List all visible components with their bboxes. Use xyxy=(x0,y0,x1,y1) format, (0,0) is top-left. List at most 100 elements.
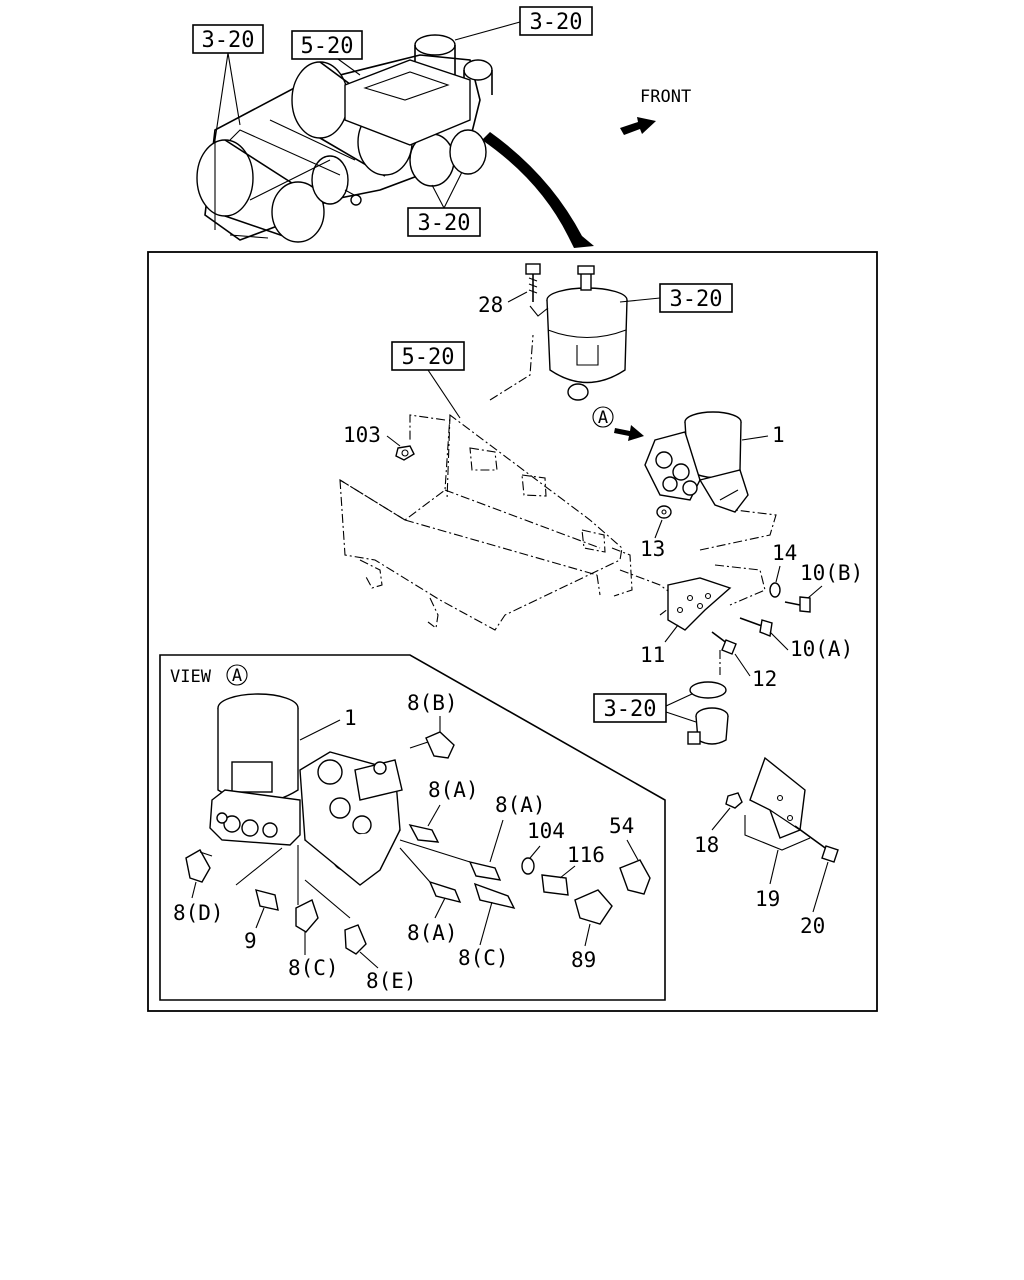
leader-line xyxy=(812,861,829,913)
ref-box-tank[interactable]: 3-20 xyxy=(659,283,733,313)
bolt-20 xyxy=(794,825,839,863)
front-label: FRONT xyxy=(640,87,691,107)
ref-box-overview-top-right[interactable]: 3-20 xyxy=(519,6,593,36)
view-title-marker: A xyxy=(226,664,248,686)
view-fitting-8d xyxy=(185,849,213,883)
leader-line xyxy=(299,719,341,741)
bolt-12 xyxy=(711,631,737,675)
callout-18: 18 xyxy=(694,833,719,857)
leader-line xyxy=(807,585,823,599)
leader-line xyxy=(584,923,591,947)
overview-tank-small xyxy=(311,155,362,206)
view-callout-8a-3: 8(A) xyxy=(407,921,458,945)
ref-label: 3-20 xyxy=(418,211,471,236)
leader-line xyxy=(386,435,401,447)
leader-line xyxy=(626,839,639,861)
bracket-19 xyxy=(749,756,806,839)
mounting-bracket xyxy=(339,334,681,631)
callout-11: 11 xyxy=(640,643,665,667)
view-fitting-8a-1 xyxy=(408,823,440,843)
view-fitting-8e xyxy=(344,924,367,955)
leader-line xyxy=(769,631,789,651)
view-fitting-8c-1 xyxy=(295,899,319,933)
ref-box-overview-top-mid[interactable]: 5-20 xyxy=(291,30,363,60)
callout-103: 103 xyxy=(343,423,381,447)
view-callout-8a-1: 8(A) xyxy=(428,778,479,802)
leader-line xyxy=(427,804,441,827)
ref-label: 3-20 xyxy=(530,10,583,35)
view-callout-1: 1 xyxy=(344,706,357,730)
leader-line xyxy=(214,52,241,141)
leader-line xyxy=(255,907,265,929)
ref-label: 3-20 xyxy=(604,697,657,722)
view-callout-116: 116 xyxy=(567,843,605,867)
view-fitting-8a-2 xyxy=(468,860,502,881)
callout-19: 19 xyxy=(755,887,780,911)
leader-line xyxy=(734,653,751,677)
view-elbow-54 xyxy=(619,859,651,895)
leader-line xyxy=(434,897,446,919)
view-callout-8a-2: 8(A) xyxy=(495,793,546,817)
view-callout-8b: 8(B) xyxy=(407,691,458,715)
view-fitting-9 xyxy=(255,889,279,911)
view-fitting-8b xyxy=(409,731,455,759)
leader-line xyxy=(427,369,461,419)
view-callout-8e: 8(E) xyxy=(366,969,417,993)
view-callout-54: 54 xyxy=(609,814,634,838)
detail-frame xyxy=(147,251,878,1012)
view-callout-8d: 8(D) xyxy=(173,901,224,925)
callout-12: 12 xyxy=(752,667,777,691)
ref-box-overview-bottom[interactable]: 3-20 xyxy=(407,207,481,237)
leader-line xyxy=(775,565,781,583)
callout-10b: 10(B) xyxy=(800,561,863,585)
front-arrow-icon xyxy=(620,117,656,135)
ref-box-bracket[interactable]: 5-20 xyxy=(391,341,465,371)
leader-line xyxy=(711,807,731,831)
view-callout-104: 104 xyxy=(527,819,565,843)
bolt-10b xyxy=(784,596,811,613)
leader-line xyxy=(454,21,521,41)
leader-line xyxy=(559,865,576,879)
bolt-10a xyxy=(739,617,773,637)
view-marker-letter: A xyxy=(598,408,608,428)
view-connection-lines xyxy=(235,839,471,919)
callout-10a: 10(A) xyxy=(790,637,853,661)
ref-box-overview-top-left[interactable]: 3-20 xyxy=(192,24,264,54)
view-a-marker: A xyxy=(592,406,644,441)
lower-fitting xyxy=(687,681,729,745)
nut-18 xyxy=(725,792,743,809)
view-washer-104 xyxy=(521,857,535,875)
nut-103 xyxy=(395,445,415,461)
overview-tank-upper xyxy=(414,34,493,95)
plate-11 xyxy=(667,509,777,631)
air-dryer xyxy=(644,411,749,513)
ref-label: 3-20 xyxy=(670,287,723,312)
leader-line xyxy=(489,819,504,863)
overview-assembly: 3-20 5-20 3-20 3-20 FRONT xyxy=(192,6,691,248)
callout-1: 1 xyxy=(772,423,785,447)
view-air-dryer xyxy=(209,693,403,886)
detail-pointer-arrow-icon xyxy=(482,132,594,248)
view-callout-89: 89 xyxy=(571,948,596,972)
leader-line xyxy=(529,845,541,859)
leader-line xyxy=(431,171,463,209)
leader-line xyxy=(619,297,661,303)
callout-14: 14 xyxy=(772,541,797,565)
leader-line xyxy=(741,435,769,441)
leader-line xyxy=(359,951,379,969)
bolt-28 xyxy=(525,263,549,317)
view-fitting-116 xyxy=(541,874,569,896)
washer-13 xyxy=(656,505,672,519)
ref-label: 3-20 xyxy=(202,28,255,53)
leader-line xyxy=(665,693,697,723)
leader-line xyxy=(654,519,663,539)
ref-label: 5-20 xyxy=(402,345,455,370)
view-callout-8c-1: 8(C) xyxy=(288,956,339,980)
ref-box-lower[interactable]: 3-20 xyxy=(593,693,667,723)
leader-line xyxy=(744,815,811,851)
leader-line xyxy=(191,881,197,899)
view-fitting-8a-3 xyxy=(428,880,462,904)
svg-text:A: A xyxy=(232,666,242,686)
leader-line xyxy=(507,291,528,303)
